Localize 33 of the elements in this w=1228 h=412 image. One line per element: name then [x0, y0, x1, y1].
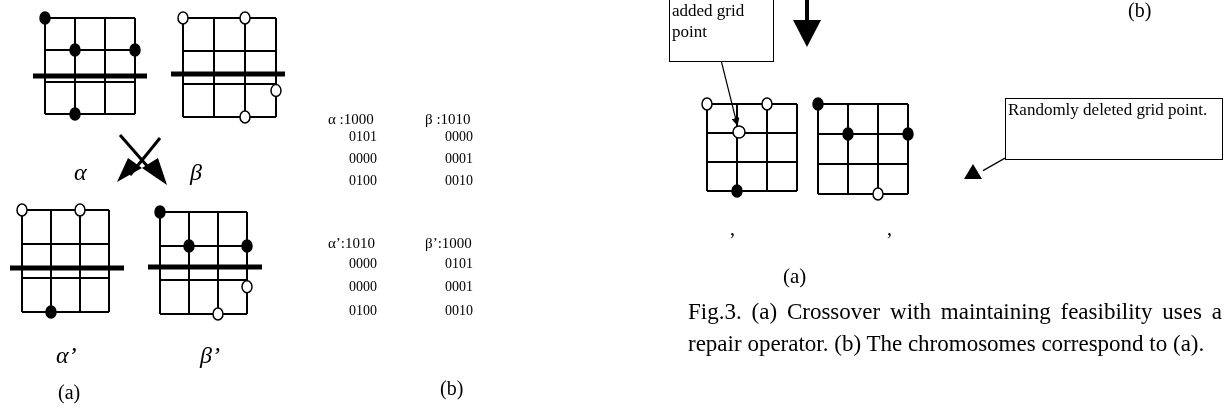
greek-label: α’: [56, 343, 77, 367]
greek-label: β’: [200, 343, 220, 367]
chromosome-row: 0001: [445, 152, 473, 166]
chromosome-row: 0101: [445, 257, 473, 271]
punctuation: ,: [887, 218, 892, 238]
chromosome-row: 0100: [349, 304, 377, 318]
figure-caption: Fig.3. (a) Crossover with maintaining feasibility uses a repair operator. (b) The chromosomes correspond to (a).: [688, 298, 1222, 358]
chromosome-row: 0000: [349, 152, 377, 166]
chromosome-row: β :1010: [425, 112, 471, 127]
panel-label: (a): [58, 382, 81, 402]
chromosome-row: 0010: [445, 304, 473, 318]
chromosome-row: 0000: [349, 257, 377, 271]
chromosome-row: 0101: [349, 130, 377, 144]
chromosome-row: 0010: [445, 174, 473, 188]
panel-label: (a): [783, 266, 807, 287]
greek-label: α: [74, 160, 87, 184]
callout-box: Randomly deleted grid point.: [1005, 98, 1223, 160]
triangle-marker: [963, 163, 983, 180]
chromosome-row: 0100: [349, 174, 377, 188]
panel-label: (b): [440, 378, 464, 398]
callout-box: added grid point: [669, 0, 774, 62]
chromosome-row: 0000: [349, 280, 377, 294]
grid-point: [732, 125, 746, 139]
leader-line: [982, 157, 1006, 172]
chromosome-row: α’:1010: [328, 236, 376, 251]
leader-line: [720, 61, 740, 126]
chromosome-row: β’:1000: [425, 236, 472, 251]
punctuation: ,: [730, 218, 735, 238]
chromosome-row: 0000: [445, 130, 473, 144]
panel-label: (b): [1128, 0, 1152, 20]
chromosome-row: α :1000: [328, 112, 374, 127]
chromosome-row: 0001: [445, 280, 473, 294]
greek-label: β: [190, 160, 202, 184]
